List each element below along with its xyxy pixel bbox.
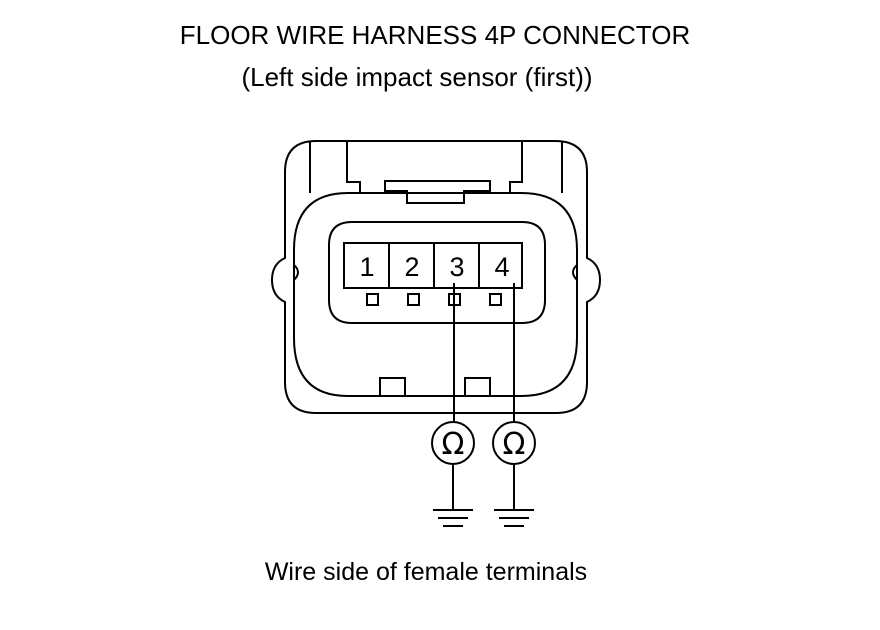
- terminal-hole: [366, 293, 379, 306]
- diagram-title: FLOOR WIRE HARNESS 4P CONNECTOR: [179, 20, 691, 50]
- diagram-caption: Wire side of female terminals: [264, 558, 588, 586]
- terminal-label-3: 3: [449, 252, 464, 282]
- ohm-symbol: Ω: [442, 427, 465, 462]
- ground-icon: [494, 509, 534, 527]
- diagram-subtitle: (Left side impact sensor (first)): [241, 62, 593, 92]
- terminal-hole: [489, 293, 502, 306]
- terminal-block: [328, 221, 546, 324]
- connector-housing: [270, 140, 602, 414]
- terminal-label-4: 4: [494, 252, 509, 282]
- terminal-label-1: 1: [359, 252, 374, 282]
- ohm-symbol: Ω: [503, 427, 526, 462]
- ohmmeter-icon: Ω: [431, 421, 475, 465]
- terminal-label-2: 2: [404, 252, 419, 282]
- ohmmeter-icon: Ω: [492, 421, 536, 465]
- terminal-hole: [407, 293, 420, 306]
- ground-icon: [433, 509, 473, 527]
